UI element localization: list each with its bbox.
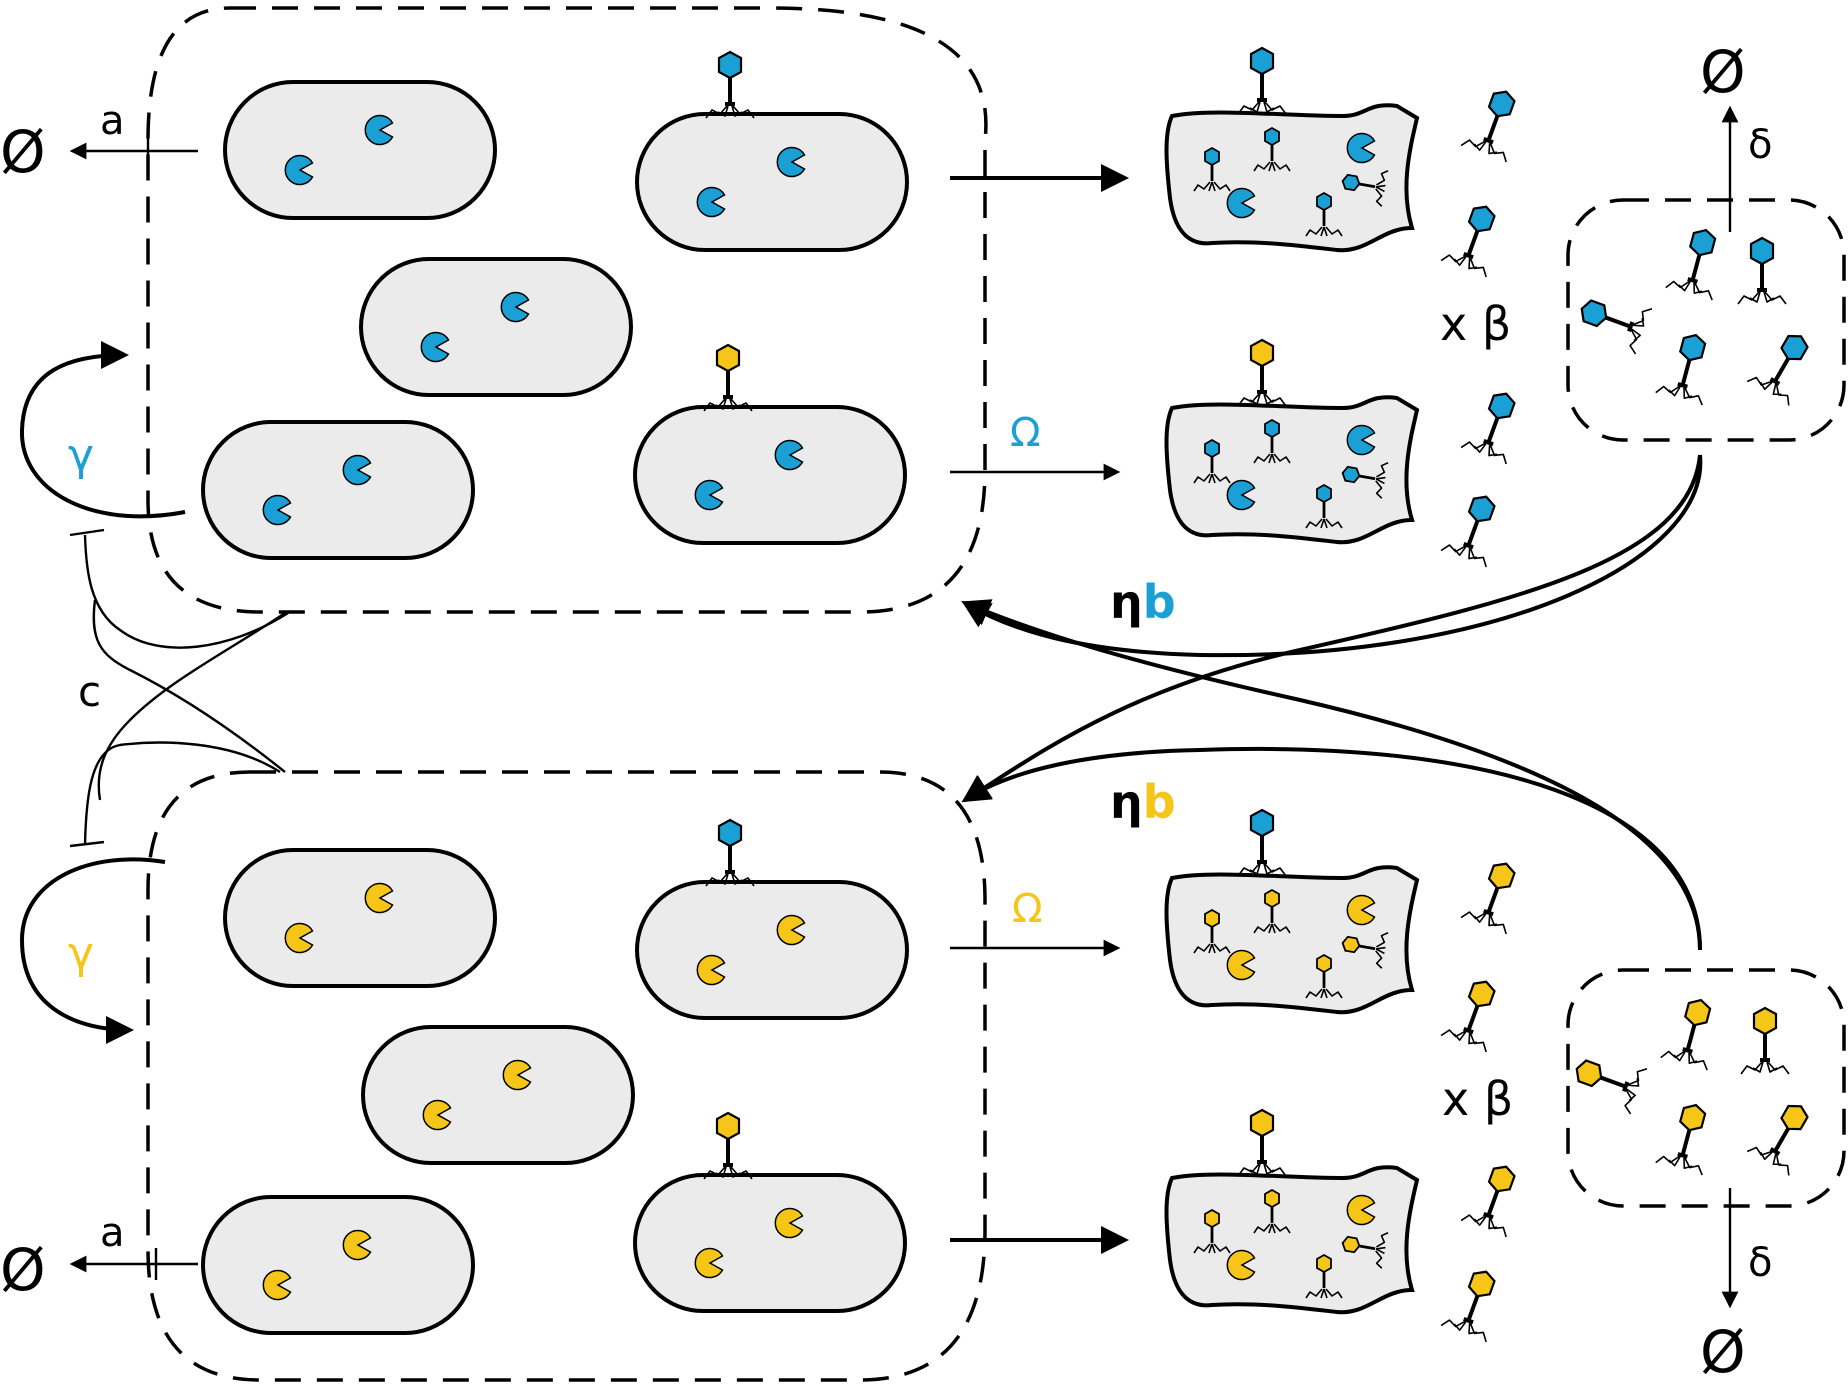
null-symbol: Ø <box>1700 38 1746 106</box>
phage-blue <box>704 50 756 120</box>
null-symbol: Ø <box>0 1236 46 1304</box>
adsorption-curve-blue-to-bottom <box>961 454 1702 803</box>
competition-line-3 <box>97 612 286 801</box>
bottom-free-phage-group-border <box>1566 968 1846 1208</box>
inhibition-bar <box>69 528 105 537</box>
null-symbol: Ø <box>1700 1318 1746 1385</box>
infected-bacterium-yellow <box>637 882 907 1018</box>
infected-bacterium-blue <box>635 407 905 543</box>
bacterium-yellow <box>363 1027 633 1163</box>
label-c: c <box>78 667 101 716</box>
bacterium-blue <box>225 82 495 218</box>
label-gamma-bottom: γ <box>68 928 94 979</box>
released-phages-yellow-bottom <box>1439 1156 1531 1344</box>
bacterium-yellow <box>203 1197 473 1333</box>
infected-bacterium-blue <box>637 114 907 250</box>
phage-yellow <box>1236 1108 1288 1178</box>
bottom-bacteria-group-border <box>146 770 987 1382</box>
lysing-cell-yellow-2 <box>1164 1165 1419 1315</box>
lysing-cell-yellow-1 <box>1164 865 1419 1015</box>
competition-line-4 <box>92 599 286 773</box>
label-eta-b-blue: ηb <box>1110 575 1176 629</box>
lysing-cell-blue-1 <box>1164 103 1419 253</box>
released-phages-yellow-mid <box>1439 853 1531 1054</box>
bacterium-blue <box>361 259 631 395</box>
phage-yellow <box>702 343 754 413</box>
competition-line-1 <box>83 534 289 649</box>
released-phages-blue-mid <box>1439 383 1531 569</box>
free-phage-pool-yellow <box>1566 991 1824 1178</box>
growth-loop-bottom <box>19 857 166 1044</box>
released-phages-blue-top <box>1439 81 1531 279</box>
growth-loop-top <box>19 341 186 519</box>
top-free-phage-group-border <box>1566 198 1846 442</box>
label-omega-top: Ω <box>1010 410 1041 456</box>
phage-blue <box>1236 808 1288 878</box>
phage-blue <box>704 818 756 888</box>
inhibition-bar <box>69 840 105 848</box>
lysing-cell-blue-2 <box>1164 395 1419 545</box>
label-delta-bottom: δ <box>1748 1240 1772 1286</box>
top-bacteria-group-border <box>146 6 988 614</box>
label-a-top: a <box>100 98 125 144</box>
label-a-bottom: a <box>100 1210 125 1256</box>
phage-blue <box>1236 46 1288 116</box>
infected-bacterium-yellow <box>635 1175 905 1311</box>
bacterium-blue <box>203 422 473 558</box>
label-delta-top: δ <box>1748 122 1772 168</box>
competition-line-2 <box>83 741 281 846</box>
null-symbol: Ø <box>0 118 46 186</box>
label-gamma-top: γ <box>68 430 94 481</box>
adsorption-curve-yellow-to-top <box>961 599 1702 951</box>
label-omega-bottom: Ω <box>1012 886 1043 932</box>
label-eta-b-yellow: ηb <box>1110 775 1176 829</box>
bacterium-yellow <box>225 850 495 986</box>
phage-yellow <box>702 1111 754 1181</box>
adsorption-curve-blue-to-top <box>961 454 1703 658</box>
label-burst-top: x β <box>1440 297 1511 351</box>
free-phage-pool-blue <box>1571 221 1824 408</box>
label-burst-bottom: x β <box>1442 1072 1513 1126</box>
phage-yellow <box>1236 338 1288 408</box>
